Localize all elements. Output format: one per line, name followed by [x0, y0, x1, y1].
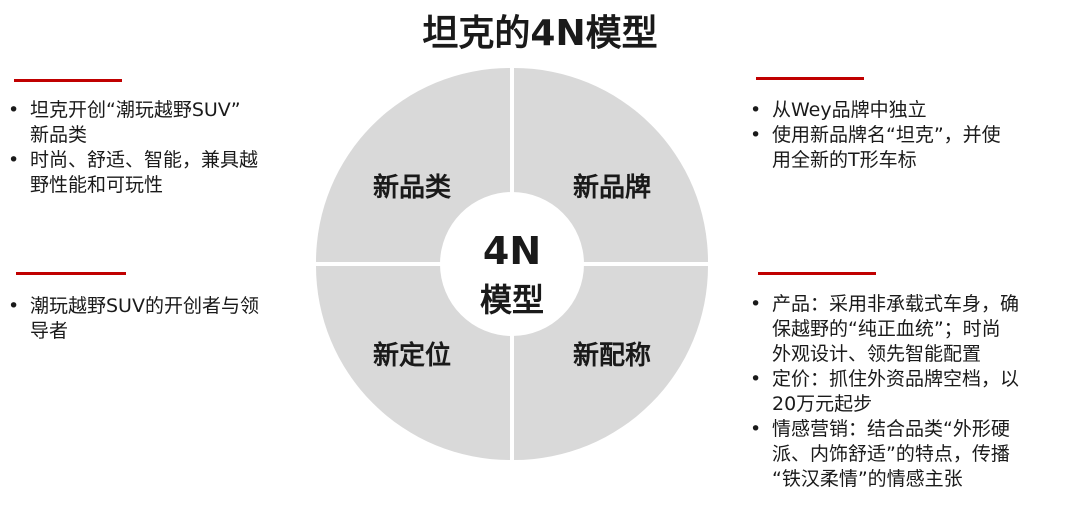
quadrant-label-top-right: 新品牌 — [573, 172, 651, 203]
list-item: 使用新品牌名“坦克”，并使 用全新的T形车标 — [748, 123, 1058, 173]
quadrant-label-bottom-right: 新配称 — [573, 340, 651, 371]
accent-bar-top-right — [756, 77, 864, 80]
list-item: 潮玩越野SUV的开创者与领 导者 — [6, 294, 306, 344]
accent-bar-bottom-left — [16, 272, 126, 275]
center-label-primary: 4N — [483, 229, 541, 273]
panel-bottom-left: 潮玩越野SUV的开创者与领 导者 — [6, 294, 306, 344]
list-item: 从Wey品牌中独立 — [748, 98, 1058, 123]
accent-bar-top-left — [14, 79, 122, 82]
quadrant-label-top-left: 新品类 — [373, 172, 451, 203]
panel-bottom-right: 产品：采用非承载式车身，确 保越野的“纯正血统”；时尚 外观设计、领先智能配置 … — [748, 292, 1066, 492]
four-n-diagram: 新品类 新品牌 新定位 新配称 4N 模型 — [316, 68, 708, 460]
list-item: 产品：采用非承载式车身，确 保越野的“纯正血统”；时尚 外观设计、领先智能配置 — [748, 292, 1066, 367]
center-circle — [440, 192, 584, 336]
accent-bar-bottom-right — [758, 272, 876, 275]
list-item: 情感营销：结合品类“外形硬 派、内饰舒适”的特点，传播 “铁汉柔情”的情感主张 — [748, 417, 1066, 492]
list-item: 坦克开创“潮玩越野SUV” 新品类 — [6, 98, 306, 148]
center-label-secondary: 模型 — [480, 281, 544, 319]
list-item: 时尚、舒适、智能，兼具越 野性能和可玩性 — [6, 148, 306, 198]
list-item: 定价：抓住外资品牌空档，以 20万元起步 — [748, 367, 1066, 417]
panel-top-left: 坦克开创“潮玩越野SUV” 新品类 时尚、舒适、智能，兼具越 野性能和可玩性 — [6, 98, 306, 198]
panel-top-right: 从Wey品牌中独立 使用新品牌名“坦克”，并使 用全新的T形车标 — [748, 98, 1058, 173]
quadrant-label-bottom-left: 新定位 — [373, 340, 451, 371]
page-title: 坦克的4N模型 — [422, 13, 658, 54]
